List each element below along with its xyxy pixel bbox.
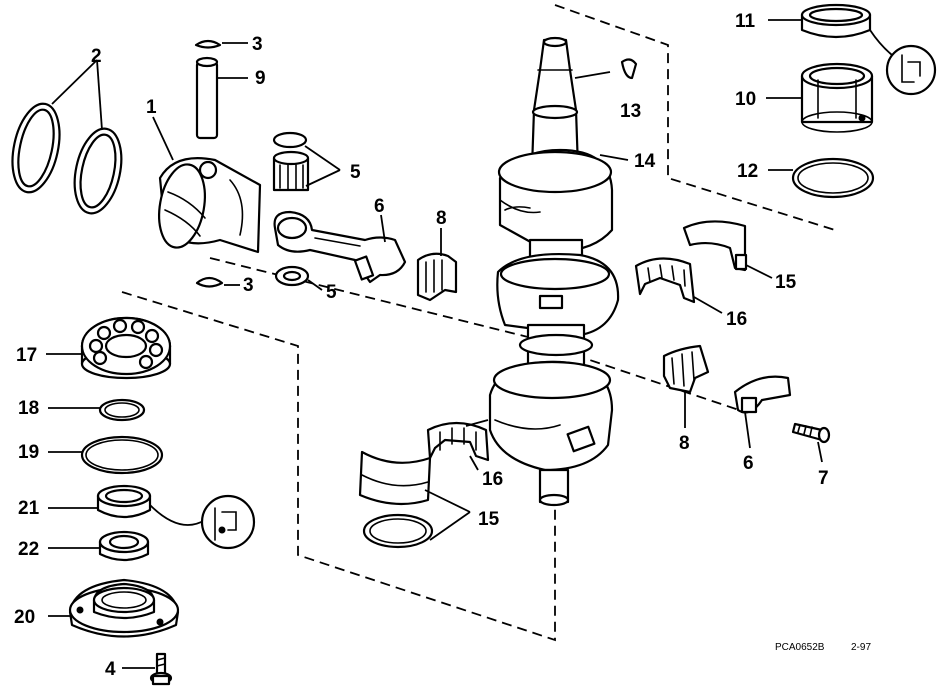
roller-bearing-upper: [634, 257, 696, 304]
callout-15-lower: 15: [478, 509, 500, 530]
callout-15-right: 15: [775, 272, 797, 293]
upper-main-bearing: [800, 62, 874, 133]
callout-10: 10: [735, 89, 756, 110]
retaining-ring-top: [194, 39, 222, 49]
figure-code: PCA0652B: [775, 642, 825, 653]
callout-4: 4: [105, 659, 116, 680]
ball-bearing: [80, 316, 172, 380]
o-ring-lower: [80, 435, 164, 475]
retaining-ring-small: [98, 398, 146, 422]
callout-3-bottom: 3: [243, 275, 254, 296]
callout-8-left: 8: [436, 208, 447, 229]
needle-bearing: [272, 131, 310, 287]
piston: [158, 157, 262, 254]
callout-12: 12: [737, 161, 758, 182]
date-code: 2-97: [851, 642, 871, 653]
callout-5-bottom: 5: [326, 282, 337, 303]
roller-bearing-left: [416, 252, 458, 302]
leader-lines: [46, 19, 823, 669]
callout-11: 11: [735, 11, 756, 32]
woodruff-key: [620, 58, 638, 80]
callout-1: 1: [146, 97, 157, 118]
rod-bolt: [791, 422, 831, 444]
upper-seal: [800, 3, 872, 39]
callout-14: 14: [634, 151, 656, 172]
assembly-dashed-lines: [121, 4, 836, 642]
roller-bearing-right: [662, 344, 710, 394]
callout-2: 2: [91, 46, 102, 67]
callout-5-top: 5: [350, 162, 361, 183]
callout-3-top: 3: [252, 34, 263, 55]
callout-6-left: 6: [374, 196, 385, 217]
callout-9: 9: [255, 68, 266, 89]
callout-21: 21: [18, 498, 40, 519]
callout-7: 7: [818, 468, 829, 489]
callout-18: 18: [18, 398, 39, 419]
figure-reference: PCA0652B 2-97: [775, 642, 871, 653]
bearing-housing: [68, 578, 180, 638]
housing-screw: [149, 652, 173, 686]
callout-17: 17: [16, 345, 37, 366]
callout-20: 20: [14, 607, 35, 628]
o-ring-upper: [791, 157, 875, 199]
piston-rings: [11, 102, 123, 215]
callout-22: 22: [18, 539, 39, 560]
retaining-ring-bottom: [195, 276, 224, 288]
lower-seal: [96, 484, 256, 550]
bearing-retainer-upper: [682, 220, 748, 272]
callout-19: 19: [18, 442, 39, 463]
callout-labels: 2 1 3 9 5 6 8 3 5 13 14 11 10 12 15 16 8…: [14, 11, 829, 680]
crankshaft: [488, 36, 620, 507]
wrist-pin: [195, 56, 219, 140]
roller-bearing-lower: [426, 421, 490, 462]
retaining-ring-lower: [362, 513, 434, 549]
bearing-retainer-lower: [358, 450, 432, 506]
lower-seal-small: [98, 530, 150, 562]
callout-16-lower: 16: [482, 469, 503, 490]
rod-cap: [733, 375, 792, 414]
callout-6-right: 6: [743, 453, 754, 474]
callout-16-right: 16: [726, 309, 747, 330]
callout-8-right: 8: [679, 433, 690, 454]
callout-13: 13: [620, 101, 641, 122]
seal-detail-inset: [869, 29, 937, 96]
connecting-rod: [273, 210, 407, 284]
